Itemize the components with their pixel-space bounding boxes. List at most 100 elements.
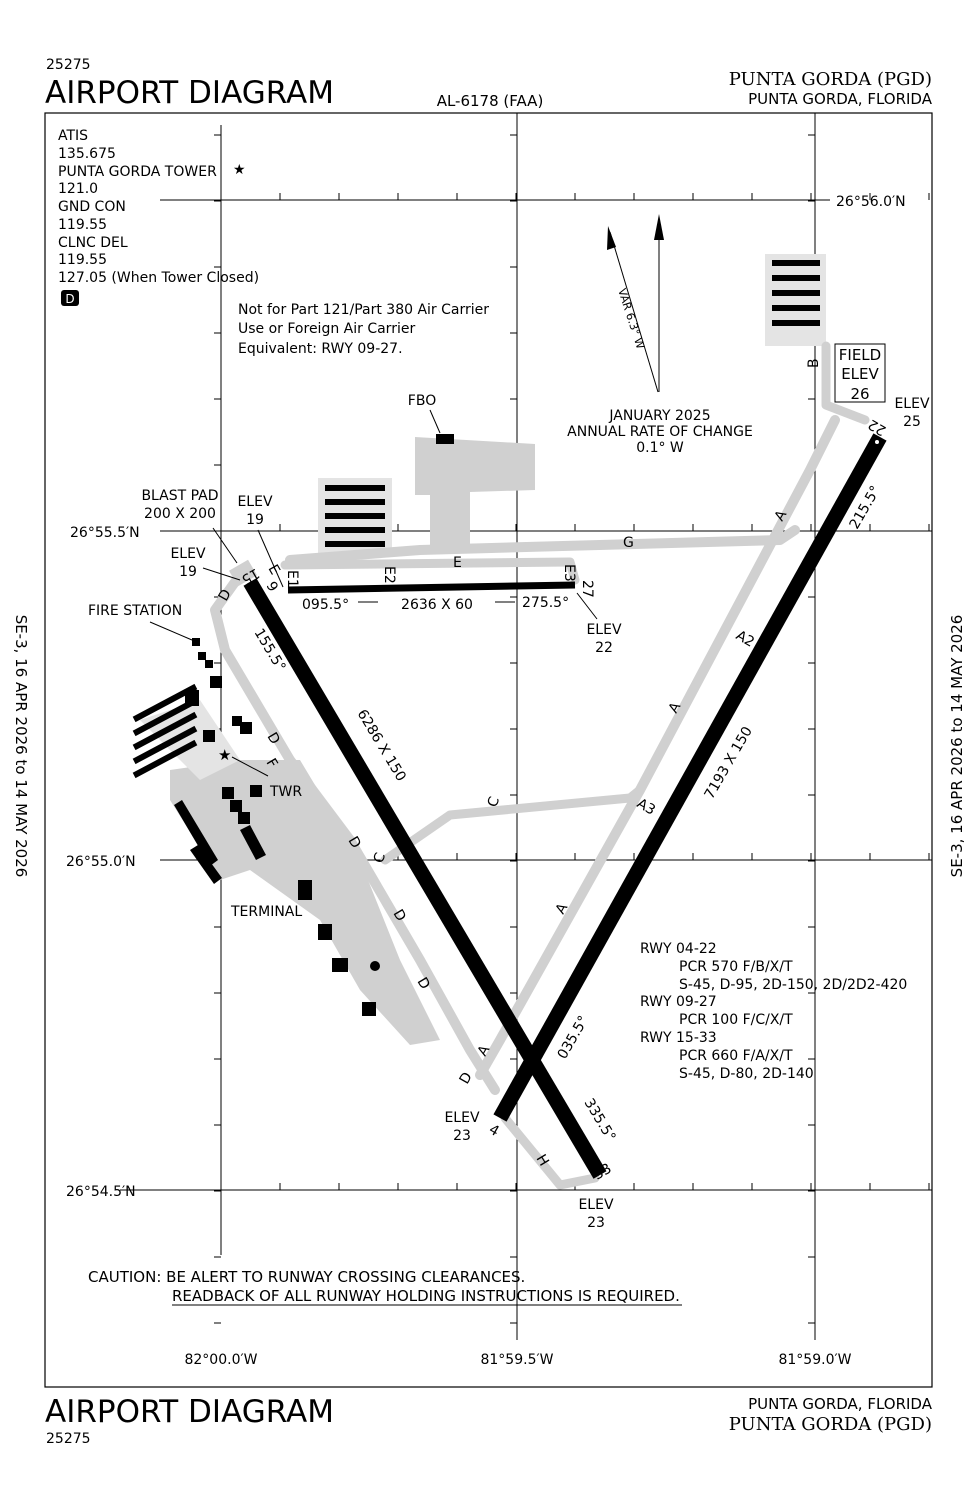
hangar <box>132 725 198 765</box>
magnetic-north-arrow-icon <box>607 226 616 250</box>
svg-text:23: 23 <box>587 1215 605 1231</box>
field-elevation: FIELD ELEV 26 <box>834 343 886 403</box>
tower-icon: ★ <box>218 746 231 764</box>
svg-text:119.55: 119.55 <box>58 217 107 233</box>
svg-text:READBACK OF ALL RUNWAY HOLDING: READBACK OF ALL RUNWAY HOLDING INSTRUCTI… <box>172 1287 680 1305</box>
svg-text:15: 15 <box>239 565 262 588</box>
svg-text:D: D <box>457 1070 476 1087</box>
latitude-label: 26°55.0′N <box>66 854 136 870</box>
footer-airport-name: PUNTA GORDA (PGD) <box>729 1414 932 1435</box>
svg-text:Not for Part 121/Part 380 Air: Not for Part 121/Part 380 Air Carrier <box>238 302 489 318</box>
hangar <box>132 739 198 779</box>
hangar <box>132 697 198 737</box>
notice: Not for Part 121/Part 380 Air Carrier Us… <box>238 302 489 357</box>
svg-text:TWR: TWR <box>269 784 302 800</box>
svg-text:2636 X 60: 2636 X 60 <box>401 597 473 613</box>
svg-text:ELEV: ELEV <box>237 494 272 510</box>
hangar <box>325 527 385 533</box>
latitude-label: 26°55.5′N <box>70 525 140 541</box>
svg-text:VAR 6.3° W: VAR 6.3° W <box>615 287 647 351</box>
footer-location: PUNTA GORDA, FLORIDA <box>748 1395 933 1413</box>
runway-9-27 <box>287 581 576 594</box>
side-label-left: SE-3, 16 APR 2026 to 14 MAY 2026 <box>12 615 30 878</box>
svg-text:ATIS: ATIS <box>58 128 88 144</box>
svg-text:ELEV: ELEV <box>578 1197 613 1213</box>
svg-text:23: 23 <box>453 1128 471 1144</box>
hangar <box>325 513 385 519</box>
svg-text:ELEV: ELEV <box>841 365 879 383</box>
svg-text:S-45, D-95, 2D-150, 2D/2D2-420: S-45, D-95, 2D-150, 2D/2D2-420 <box>679 977 907 993</box>
svg-text:JANUARY 2025: JANUARY 2025 <box>608 408 710 424</box>
hangar <box>132 683 198 723</box>
longitude-label: 81°59.5′W <box>480 1352 553 1368</box>
airport-name: PUNTA GORDA (PGD) <box>729 69 932 90</box>
svg-text:PCR 660 F/A/X/T: PCR 660 F/A/X/T <box>679 1048 793 1064</box>
frequency-list: ATIS 135.675 PUNTA GORDA TOWER ★ 121.0 G… <box>58 128 259 306</box>
svg-text:119.55: 119.55 <box>58 252 107 268</box>
svg-text:E2: E2 <box>381 566 397 584</box>
svg-text:25: 25 <box>903 414 921 430</box>
svg-text:E1: E1 <box>284 570 300 588</box>
svg-text:275.5°: 275.5° <box>522 595 569 611</box>
svg-text:E: E <box>453 555 462 571</box>
svg-text:22: 22 <box>595 640 613 656</box>
svg-text:ANNUAL RATE OF CHANGE: ANNUAL RATE OF CHANGE <box>567 424 753 440</box>
longitude-label: 81°59.0′W <box>778 1352 851 1368</box>
svg-text:D: D <box>414 975 433 992</box>
hangar <box>772 320 820 326</box>
svg-text:4: 4 <box>486 1122 502 1140</box>
svg-text:ELEV: ELEV <box>170 546 205 562</box>
annotations: FBO BLAST PAD 200 X 200 ELEV 19 ELEV 19 … <box>88 393 930 1231</box>
svg-text:PCR 570 F/B/X/T: PCR 570 F/B/X/T <box>679 959 793 975</box>
airport-location: PUNTA GORDA, FLORIDA <box>748 90 933 108</box>
svg-text:E: E <box>265 562 283 578</box>
svg-text:ELEV: ELEV <box>586 622 621 638</box>
svg-text:CLNC DEL: CLNC DEL <box>58 235 128 251</box>
magnetic-variation: VAR 6.3° W JANUARY 2025 ANNUAL RATE OF C… <box>567 214 753 456</box>
svg-text:PUNTA GORDA TOWER: PUNTA GORDA TOWER <box>58 164 217 180</box>
hangar <box>325 541 385 547</box>
svg-text:RWY 09-27: RWY 09-27 <box>640 994 717 1010</box>
svg-text:121.0: 121.0 <box>58 181 98 197</box>
hangar <box>325 485 385 491</box>
svg-text:E3: E3 <box>561 564 577 582</box>
hangar <box>325 499 385 505</box>
svg-text:D: D <box>65 292 74 306</box>
side-label-right: SE-3, 16 APR 2026 to 14 MAY 2026 <box>948 615 966 878</box>
svg-text:G: G <box>623 535 634 551</box>
svg-text:TERMINAL: TERMINAL <box>230 904 302 920</box>
svg-text:Equivalent: RWY 09-27.: Equivalent: RWY 09-27. <box>238 341 403 357</box>
chart-title: AIRPORT DIAGRAM <box>45 75 334 111</box>
svg-text:19: 19 <box>179 564 197 580</box>
pcr-table: RWY 04-22 PCR 570 F/B/X/T S-45, D-95, 2D… <box>640 941 907 1082</box>
taxiway-network <box>140 254 870 1190</box>
latitude-label: 26°54.5′N <box>66 1184 136 1200</box>
caution-note: CAUTION: BE ALERT TO RUNWAY CROSSING CLE… <box>88 1268 682 1306</box>
latitude-label: 26°56.0′N <box>836 194 906 210</box>
tower-star-icon: ★ <box>233 162 246 178</box>
svg-text:095.5°: 095.5° <box>302 597 349 613</box>
svg-text:FBO: FBO <box>408 393 436 409</box>
svg-text:BLAST PAD: BLAST PAD <box>141 488 218 504</box>
footer-title: AIRPORT DIAGRAM <box>45 1394 334 1430</box>
svg-text:0.1° W: 0.1° W <box>636 440 684 456</box>
true-north-arrow-icon <box>654 214 664 240</box>
hangar <box>132 711 198 751</box>
svg-text:RWY 04-22: RWY 04-22 <box>640 941 717 957</box>
svg-text:RWY 15-33: RWY 15-33 <box>640 1030 717 1046</box>
hangar <box>772 305 820 311</box>
chart-frame <box>44 112 933 1388</box>
svg-text:Use or Foreign Air Carrier: Use or Foreign Air Carrier <box>238 321 415 337</box>
buildings <box>132 260 820 1016</box>
runway-15-33 <box>243 578 607 1179</box>
svg-text:FIRE STATION: FIRE STATION <box>88 603 182 619</box>
blast-pad <box>228 559 258 587</box>
svg-text:26: 26 <box>850 385 869 403</box>
svg-text:200 X 200: 200 X 200 <box>144 506 216 522</box>
svg-text:ELEV: ELEV <box>444 1110 479 1126</box>
svg-text:CAUTION: BE ALERT TO RUNWAY CR: CAUTION: BE ALERT TO RUNWAY CROSSING CLE… <box>88 1268 525 1286</box>
svg-text:FIELD: FIELD <box>839 346 881 364</box>
procedure-id: AL-6178 (FAA) <box>437 92 544 110</box>
svg-text:PCR 100 F/C/X/T: PCR 100 F/C/X/T <box>679 1012 793 1028</box>
